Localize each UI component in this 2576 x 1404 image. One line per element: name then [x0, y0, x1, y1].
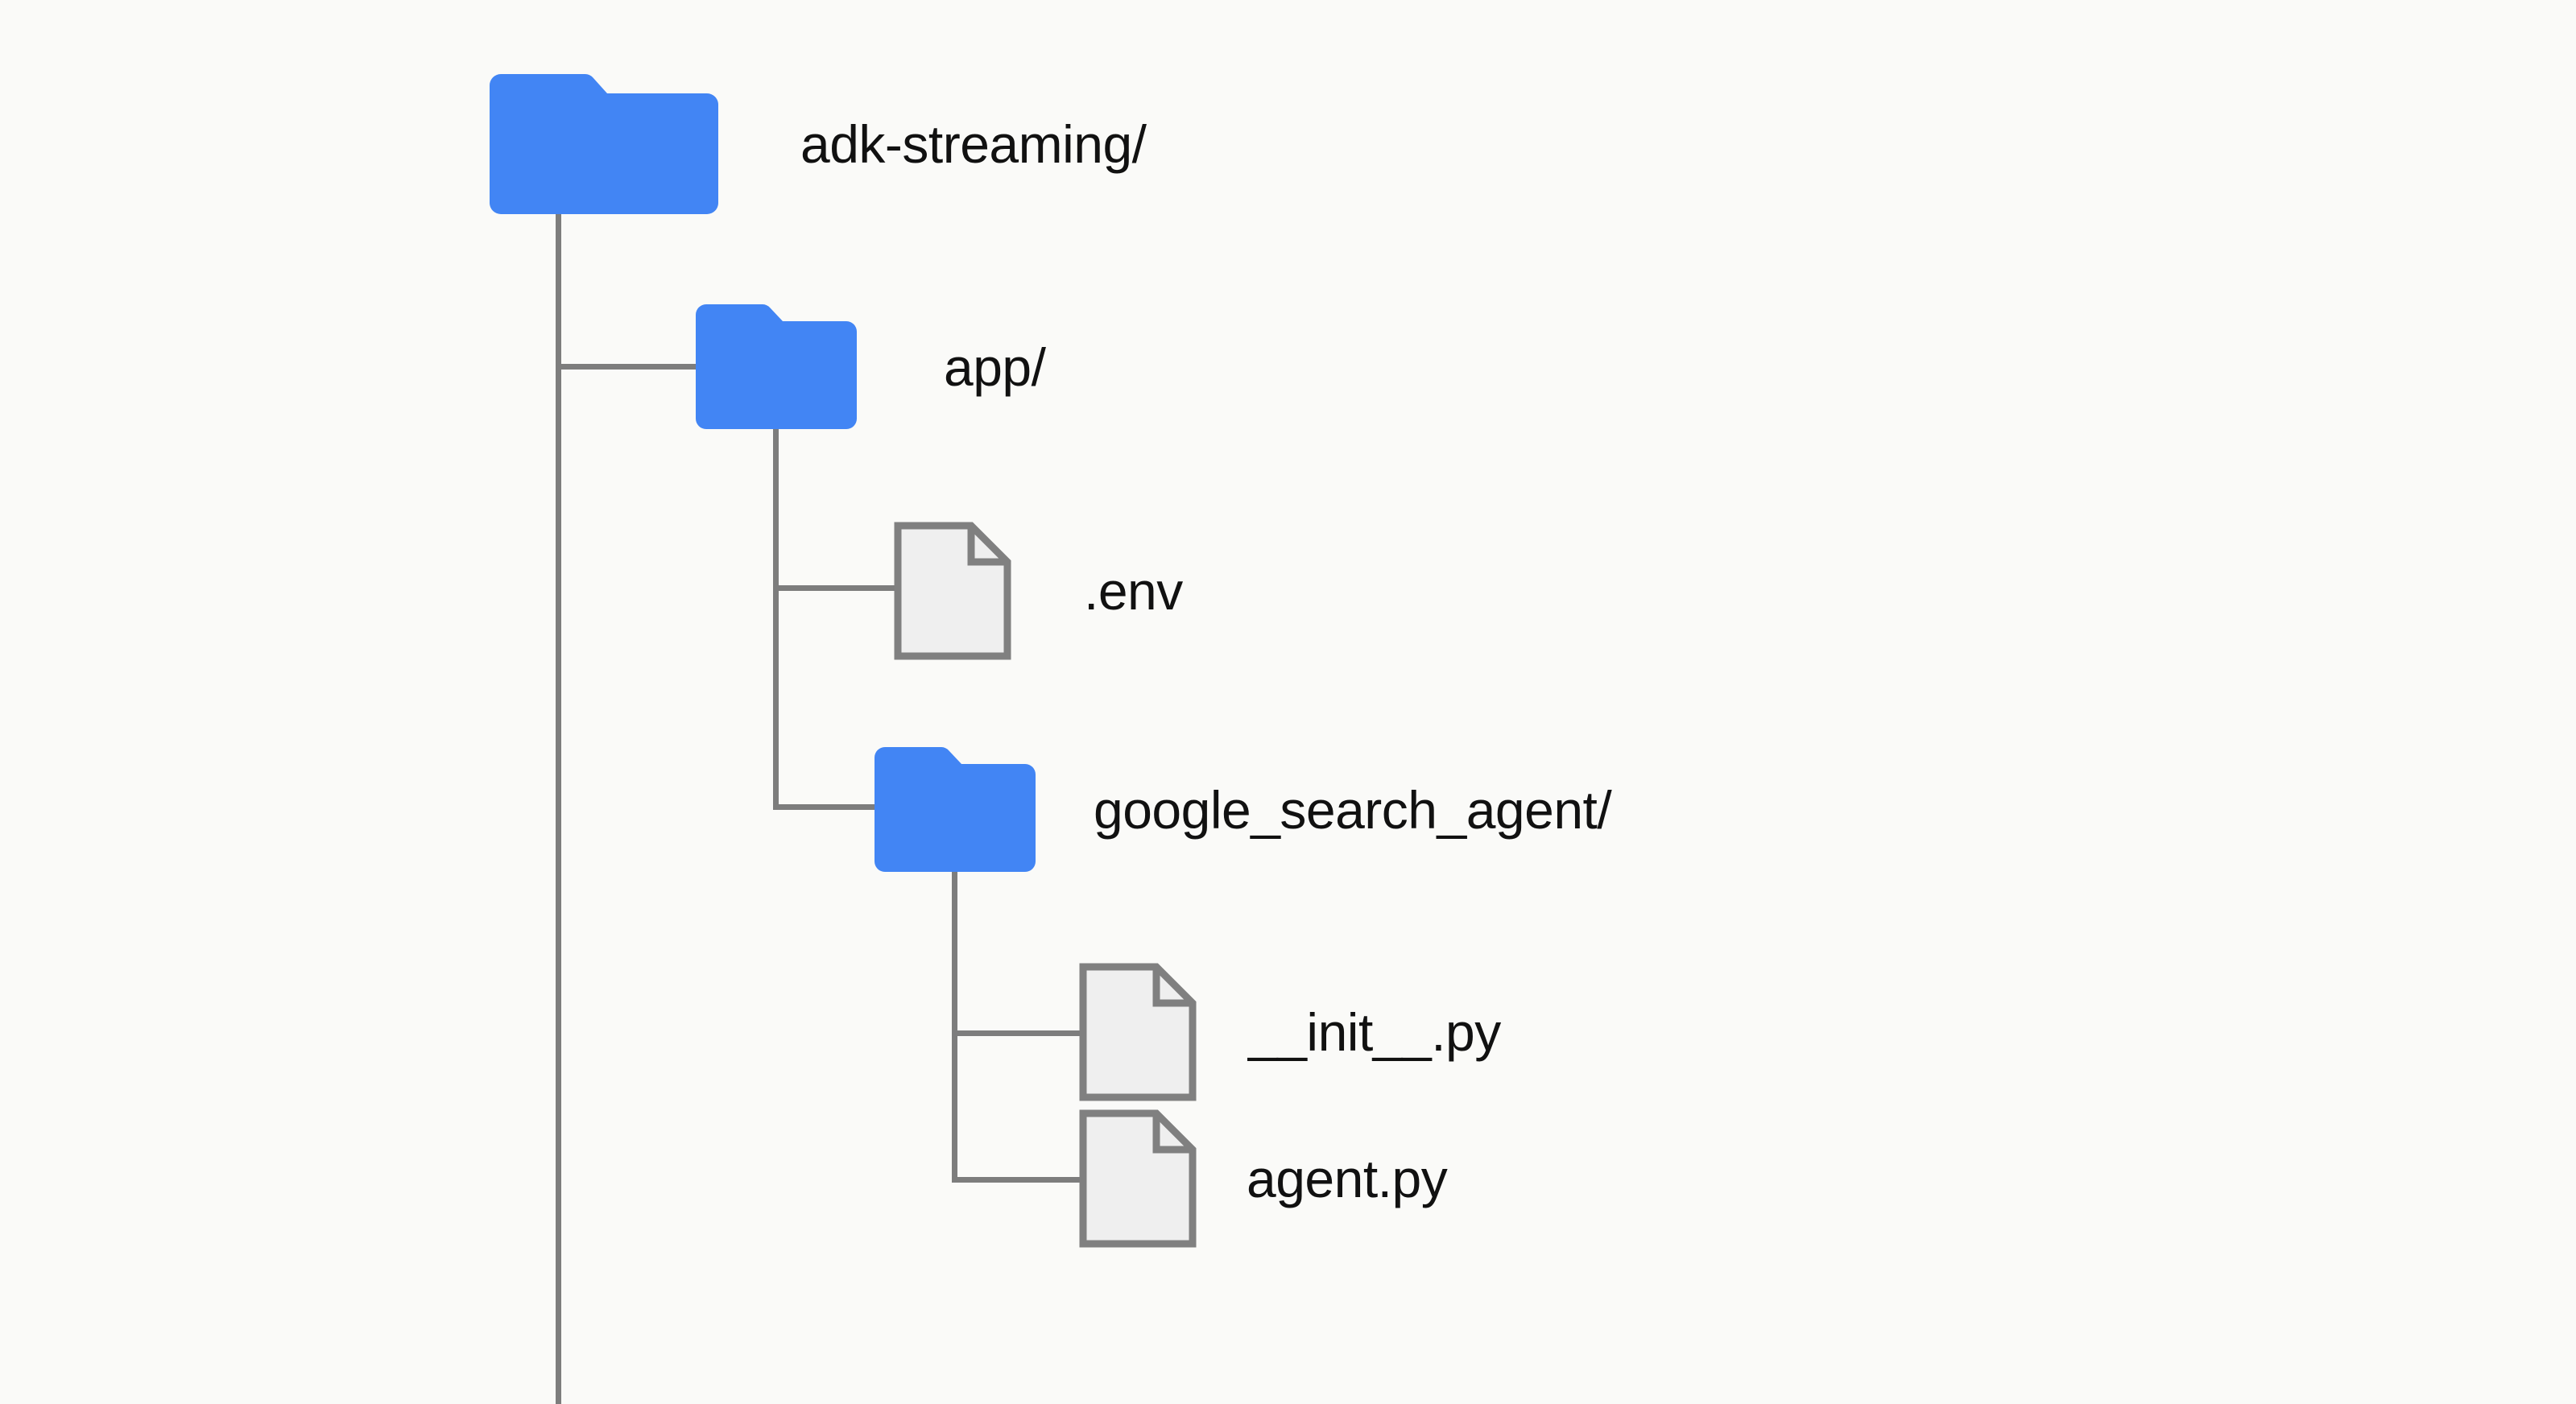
folder-icon	[875, 747, 1036, 872]
connector-app-to-google-search-agent	[773, 804, 876, 810]
folder-icon	[696, 304, 857, 429]
tree-node-env[interactable]: .env	[894, 522, 1183, 660]
tree-node-google-search-agent[interactable]: google_search_agent/	[875, 747, 1612, 872]
tree-node-agent-py[interactable]: agent.py	[1079, 1109, 1448, 1248]
connector-root-to-app	[556, 364, 699, 370]
tree-node-label: app/	[944, 337, 1046, 397]
tree-node-adk-streaming[interactable]: adk-streaming/	[490, 74, 1147, 214]
tree-node-init-py[interactable]: __init__.py	[1079, 963, 1501, 1101]
tree-node-label: adk-streaming/	[800, 114, 1147, 174]
connector-gsa-trunk	[952, 870, 957, 1183]
connector-gsa-to-agent	[952, 1177, 1081, 1183]
file-icon	[1079, 1109, 1197, 1248]
connector-gsa-to-init	[952, 1030, 1081, 1036]
folder-icon	[490, 74, 718, 214]
connector-root-trunk	[556, 211, 561, 1404]
tree-node-label: .env	[1084, 561, 1183, 621]
tree-node-label: google_search_agent/	[1094, 779, 1612, 840]
connector-app-to-env	[773, 585, 895, 591]
tree-node-label: __init__.py	[1248, 1002, 1501, 1062]
tree-node-label: agent.py	[1247, 1149, 1448, 1208]
file-icon	[1079, 963, 1197, 1101]
tree-node-app[interactable]: app/	[696, 304, 1046, 429]
file-icon	[894, 522, 1011, 660]
connector-app-trunk	[773, 427, 779, 810]
